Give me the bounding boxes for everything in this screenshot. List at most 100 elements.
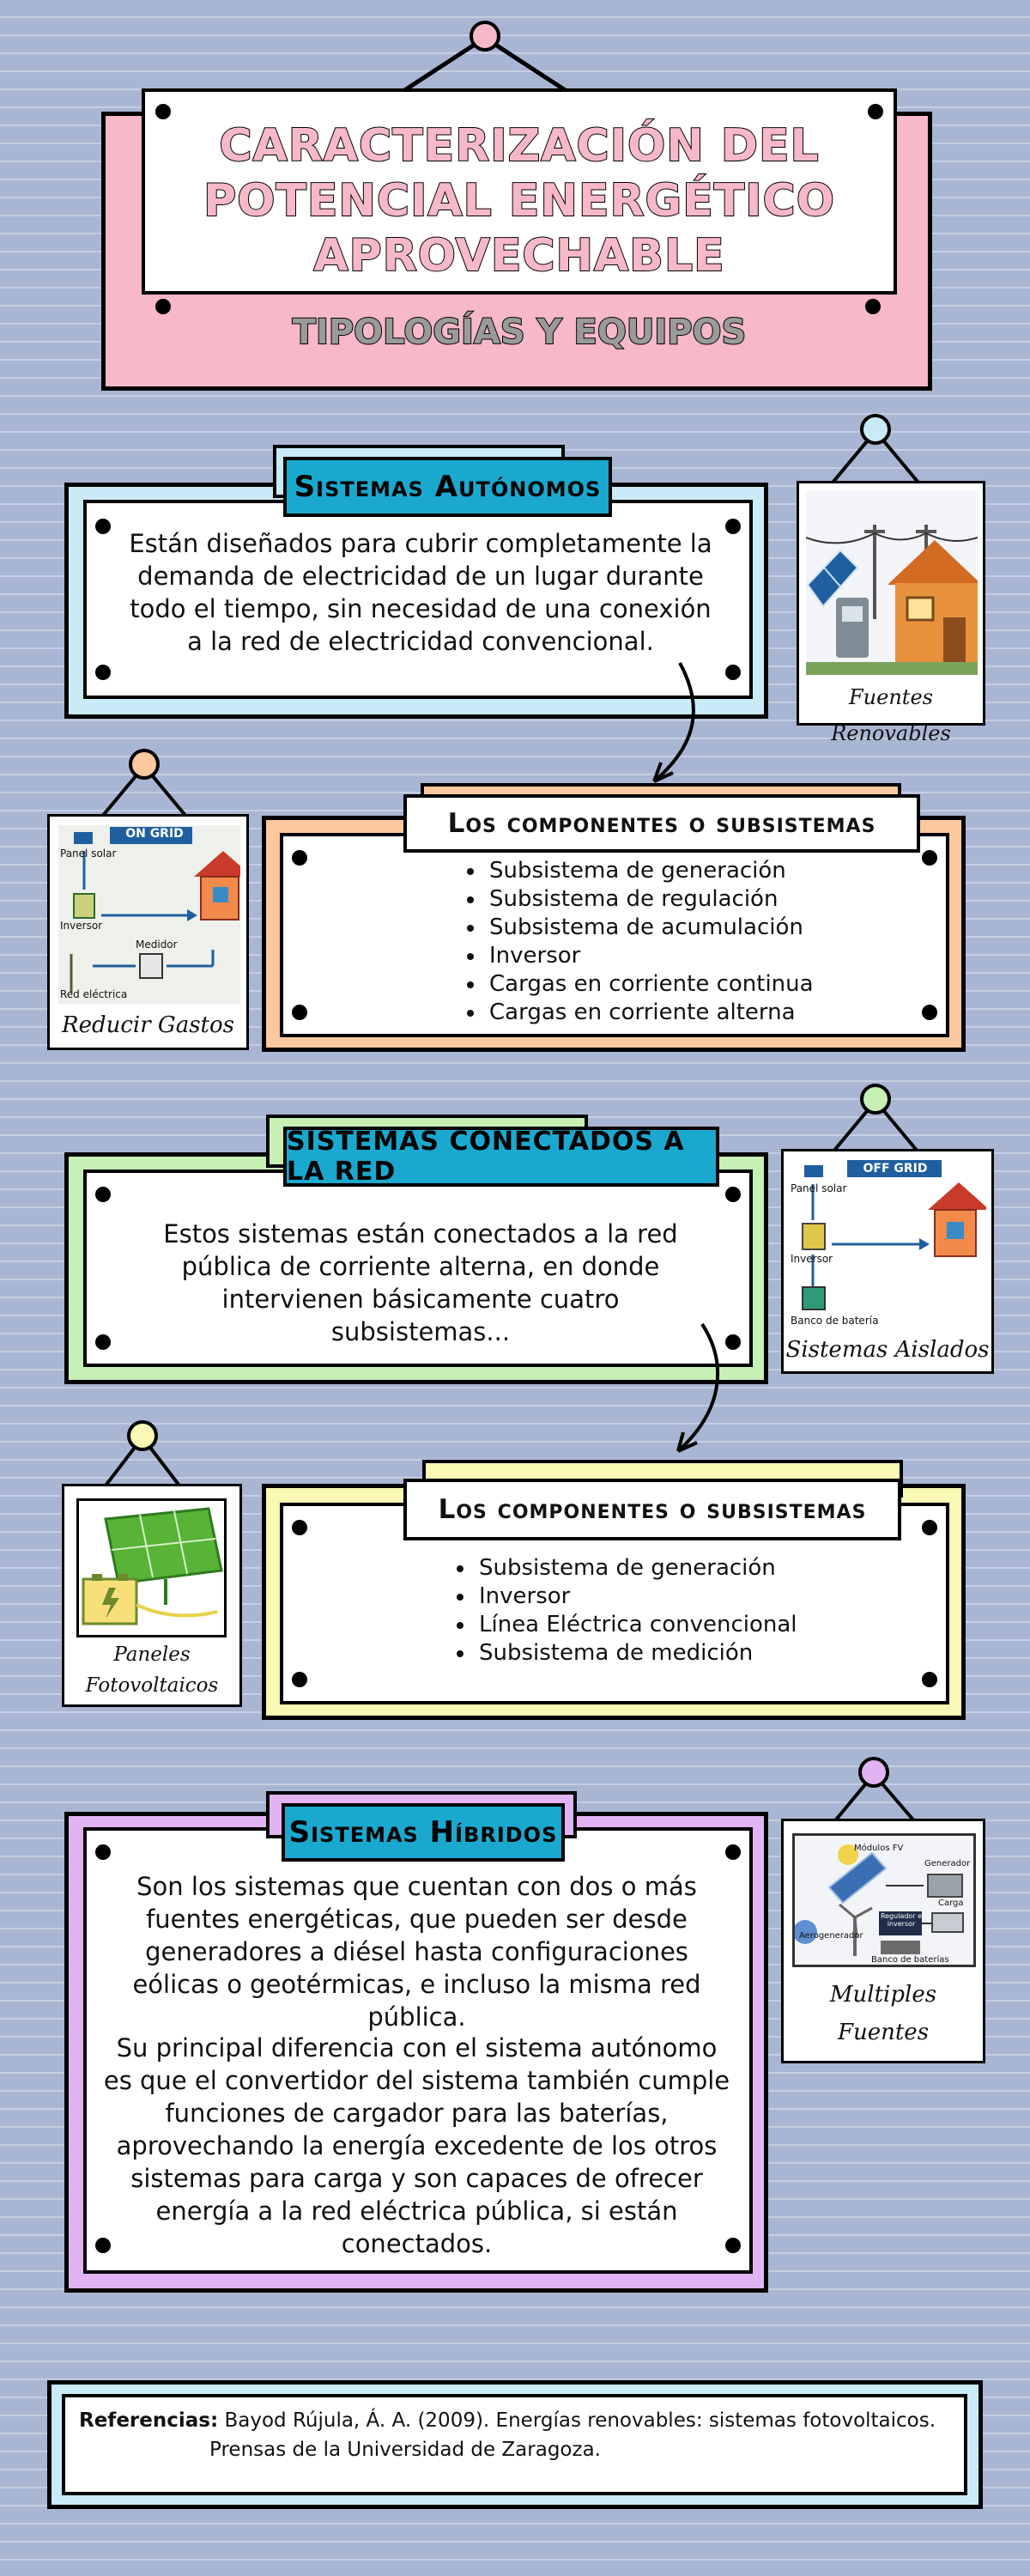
section-description: Son los sistemas que cuentan con dos o m… xyxy=(132,1872,701,2032)
pin-dot xyxy=(95,1844,111,1860)
list-item: Línea Eléctrica convencional xyxy=(476,1611,922,1639)
diagram-label: Generador xyxy=(924,1859,971,1868)
off-grid-diagram-icon xyxy=(791,1158,986,1330)
pin-dot xyxy=(292,850,307,866)
diagram-label: Panel solar xyxy=(60,848,117,860)
arrow-icon xyxy=(652,662,695,783)
title-line: POTENCIAL ENERGÉTICO xyxy=(203,174,835,228)
section-description: Están diseñados para cubrir completament… xyxy=(129,529,712,656)
solar-panel-battery-icon xyxy=(82,1507,223,1625)
references-label: Referencias: xyxy=(79,2409,219,2432)
card-caption: Sistemas Aislados xyxy=(785,1337,990,1363)
reference-text: Bayod Rújula, Á. A. (2009). Energías ren… xyxy=(224,2409,936,2432)
list-item: Subsistema de generación xyxy=(486,857,932,885)
title-line: APROVECHABLE xyxy=(312,229,725,283)
caption-line: Multiples xyxy=(829,1982,937,2008)
caption-line: Fuentes xyxy=(837,2020,930,2045)
list-item: Subsistema de generación xyxy=(476,1554,922,1583)
diagram-label: Inversor xyxy=(60,920,103,932)
pin-dot xyxy=(95,519,111,534)
diagram-label: Módulos FV xyxy=(854,1844,904,1853)
house-solar-icon xyxy=(806,490,978,675)
list-item: Subsistema de regulación xyxy=(486,885,932,914)
caption-line: Paneles xyxy=(113,1643,191,1666)
diagram-label: Red eléctrica xyxy=(60,988,128,1000)
list-item: Subsistema de medición xyxy=(476,1639,922,1668)
diagram-title: OFF GRID xyxy=(863,1162,928,1176)
card-hanger xyxy=(101,1420,184,1489)
card-hanger xyxy=(100,749,189,817)
pin-dot xyxy=(725,2238,741,2253)
pin-dot xyxy=(922,1672,937,1687)
pin-dot xyxy=(725,519,741,534)
section-label: Sistemas Autónomos xyxy=(283,457,612,517)
pin-dot xyxy=(95,665,111,680)
list-item: Subsistema de acumulación xyxy=(486,914,932,942)
pin-dot xyxy=(922,1005,937,1020)
reference-text: Prensas de la Universidad de Zaragoza. xyxy=(209,2439,601,2461)
card: Paneles Fotovoltaicos xyxy=(62,1484,242,1707)
card-caption: Paneles Fotovoltaicos xyxy=(64,1639,239,1701)
pin-dot xyxy=(725,1334,741,1350)
diagram-label: Aerogenerador xyxy=(799,1931,863,1941)
on-grid-diagram-icon xyxy=(58,825,240,1004)
references-text: Referencias: Bayod Rújula, Á. A. (2009).… xyxy=(79,2406,937,2464)
pin-dot xyxy=(292,1005,307,1020)
list-item: Inversor xyxy=(476,1583,922,1611)
list-item: Cargas en corriente alterna xyxy=(486,999,932,1027)
pin-dot xyxy=(922,1520,937,1535)
card: ON GRID Panel solar Inversor Medidor Red… xyxy=(47,814,249,1050)
references-front-frame xyxy=(62,2394,967,2495)
pin-dot xyxy=(292,1672,307,1687)
card: Módulos FV Generador Carga Aerogenerador… xyxy=(781,1819,985,2063)
components-list: Subsistema de generación Inversor Línea … xyxy=(445,1554,922,1668)
card-hanger xyxy=(831,414,920,483)
page-subtitle: TIPOLOGÍAS Y EQUIPOS xyxy=(292,312,748,353)
card-hanger xyxy=(831,1757,918,1824)
title-line: CARACTERIZACIÓN DEL xyxy=(218,119,820,173)
components-label: Los componentes o subsistemas xyxy=(403,1479,901,1540)
card-caption: Reducir Gastos xyxy=(62,1012,234,1038)
section-description: Su principal diferencia con el sistema a… xyxy=(103,2033,730,2258)
pin-dot xyxy=(155,299,171,314)
card-caption: Multiples Fuentes xyxy=(784,1976,983,2051)
conectados-front-frame xyxy=(83,1170,753,1367)
arrow-icon xyxy=(676,1322,720,1453)
card-caption: Fuentes Renovables xyxy=(831,685,951,745)
pin-dot xyxy=(95,1334,111,1350)
list-item: Cargas en corriente continua xyxy=(486,970,932,999)
autonomos-front-frame xyxy=(83,500,753,699)
pin-dot xyxy=(868,104,883,119)
page-title: CARACTERIZACIÓN DEL POTENCIAL ENERGÉTICO… xyxy=(142,118,897,283)
diagram-label: Inversor xyxy=(791,1253,833,1265)
card: Fuentes Renovables xyxy=(797,481,985,745)
pin-dot xyxy=(725,665,741,680)
section-description: Estos sistemas están conectados a la red… xyxy=(163,1219,678,1346)
caption-line: Fotovoltaicos xyxy=(85,1674,219,1697)
pin-dot xyxy=(865,299,881,314)
pin-dot xyxy=(95,2238,111,2253)
diagram-label: Medidor xyxy=(136,939,178,951)
pin-dot xyxy=(292,1520,307,1535)
list-item: Inversor xyxy=(486,942,932,970)
card-hanger xyxy=(831,1084,920,1152)
pin-dot xyxy=(95,1187,111,1202)
pin-dot xyxy=(922,850,937,866)
hibridos-front-frame xyxy=(83,1827,753,2274)
section-label: Sistemas conectados a la red xyxy=(283,1127,719,1187)
reference-line: Referencias: Bayod Rújula, Á. A. (2009).… xyxy=(79,2406,937,2435)
components-label: Los componentes o subsistemas xyxy=(403,794,920,853)
title-hanger xyxy=(402,21,568,93)
components-list: Subsistema de generación Subsistema de r… xyxy=(455,857,932,1027)
hybrid-system-icon xyxy=(795,1844,964,1956)
diagram-label: Regulador e inversor xyxy=(880,1912,923,1928)
title-front-frame xyxy=(142,88,897,295)
section-label: Sistemas Híbridos xyxy=(282,1803,565,1862)
componentes-front-frame xyxy=(280,833,949,1037)
pin-dot xyxy=(155,104,171,119)
diagram-label: Panel solar xyxy=(791,1182,847,1194)
pin-dot xyxy=(725,1844,741,1860)
diagram-label: Banco de batería xyxy=(791,1315,879,1327)
diagram-label: Banco de baterías xyxy=(871,1955,949,1965)
pin-dot xyxy=(725,1187,741,1202)
